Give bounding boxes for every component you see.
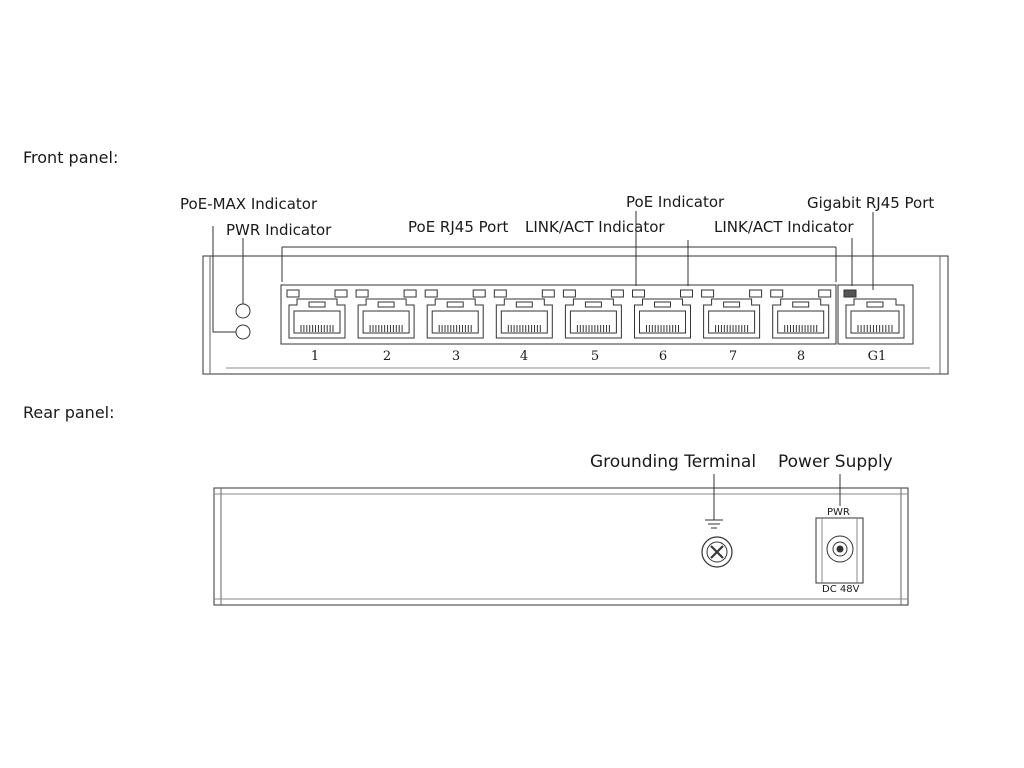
rj45-port-3 [424, 289, 486, 339]
rj45-port-6 [632, 289, 693, 339]
power-jack [815, 517, 864, 584]
port-number: 3 [451, 349, 461, 364]
poe-led [541, 289, 555, 298]
poe-led [334, 289, 348, 298]
link-led [632, 289, 645, 298]
uplink-port-number: G1 [867, 349, 887, 364]
rj45-port-5 [562, 289, 624, 339]
port-number: 4 [519, 349, 529, 364]
pwr-indicator-label: PWR Indicator [226, 221, 332, 239]
poe-rj45-port-label: PoE RJ45 Port [408, 218, 509, 236]
port-number: 2 [382, 349, 392, 364]
port-number: 6 [658, 349, 668, 364]
rj45-ports [286, 289, 905, 339]
poe-led [472, 289, 486, 298]
gigabit-led [843, 289, 857, 298]
gigabit-rj45-port [845, 298, 905, 339]
port-number: 1 [310, 349, 320, 364]
poe-max-led [235, 303, 251, 319]
gigabit-rj45-port-label: Gigabit RJ45 Port [807, 194, 935, 212]
front-panel-title: Front panel: [23, 148, 119, 167]
link-led [701, 289, 715, 298]
link-led [286, 289, 300, 298]
port-number: 8 [796, 349, 806, 364]
power-supply-label: Power Supply [778, 452, 893, 472]
pwr-led [235, 324, 251, 340]
poe-led [680, 289, 693, 298]
dc-voltage-label: DC 48V [822, 584, 860, 595]
link-act-indicator-label-2: LINK/ACT Indicator [714, 218, 854, 236]
link-act-indicator-label: LINK/ACT Indicator [525, 218, 665, 236]
rear-panel-title: Rear panel: [23, 403, 115, 422]
grounding-terminal-label: Grounding Terminal [590, 452, 757, 472]
link-led [424, 289, 438, 298]
link-led [562, 289, 576, 298]
poe-led [403, 289, 417, 298]
poe-led [610, 289, 624, 298]
rj45-port-4 [493, 289, 555, 339]
link-led [493, 289, 507, 298]
poe-indicator-label: PoE Indicator [626, 193, 725, 211]
port-number: 7 [728, 349, 738, 364]
rj45-port-2 [355, 289, 417, 339]
rj45-port-7 [701, 289, 763, 339]
rear-chassis [213, 487, 909, 606]
link-led [770, 289, 784, 298]
grounding-screw [701, 536, 733, 568]
pwr-port-label: PWR [827, 507, 850, 518]
poe-led [818, 289, 832, 298]
rj45-port-1 [286, 289, 348, 339]
poe-led [749, 289, 763, 298]
uplink-block [837, 284, 914, 345]
port-block [280, 284, 837, 345]
gigabit-port [843, 289, 857, 298]
front-chassis [202, 255, 949, 375]
poe-max-indicator-label: PoE-MAX Indicator [180, 195, 318, 213]
link-led [355, 289, 369, 298]
rj45-port-8 [770, 289, 832, 339]
port-number: 5 [590, 349, 600, 364]
